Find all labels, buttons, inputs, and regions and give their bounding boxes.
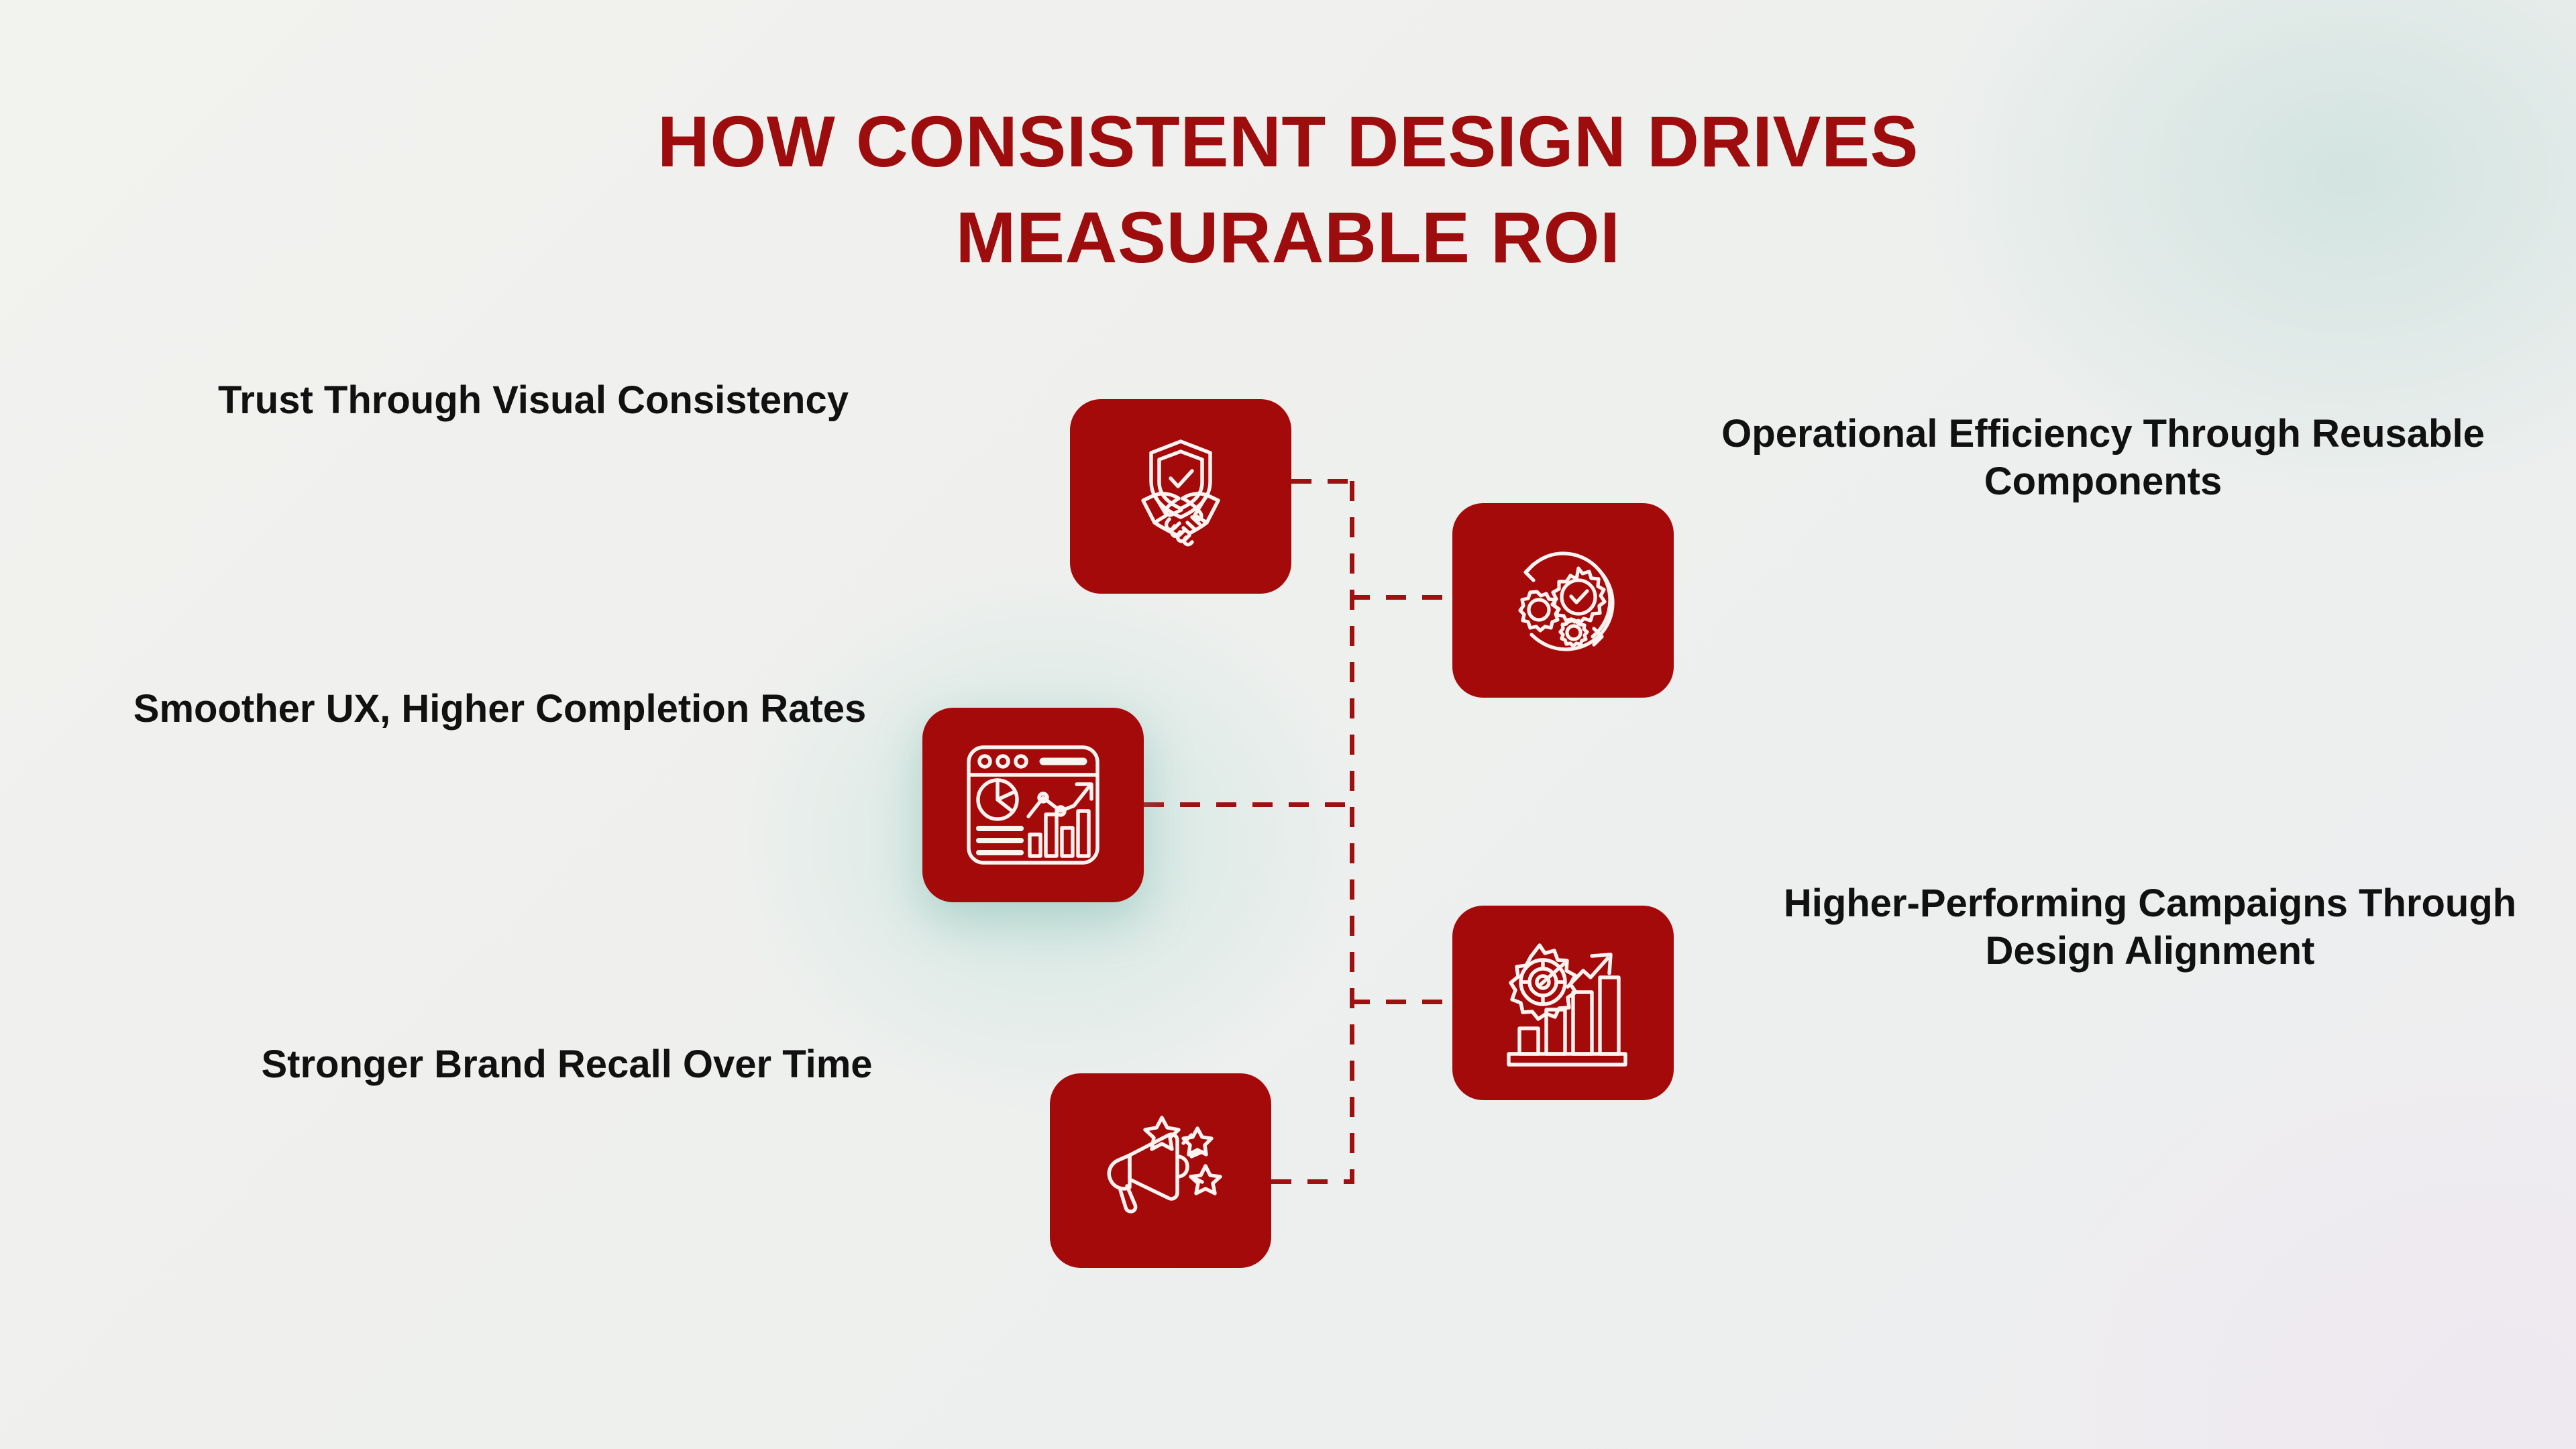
megaphone-stars-icon <box>1093 1107 1228 1234</box>
page-title: How Consistent Design Drives Measurable … <box>0 94 2576 285</box>
icon-card-brand-recall[interactable] <box>1050 1073 1271 1268</box>
connector-spine-vertical <box>1350 481 1354 1182</box>
connector-branch-campaign <box>1350 1000 1457 1004</box>
label-campaign: Higher-Performing Campaigns Through Desi… <box>1783 881 2517 973</box>
connector-branch-efficiency <box>1350 595 1457 600</box>
handshake-shield-check-icon <box>1112 429 1250 564</box>
connector-branch-ux <box>1144 802 1354 807</box>
connector-branch-brand <box>1271 1179 1354 1184</box>
icon-card-campaign[interactable] <box>1452 906 1674 1100</box>
connector-branch-trust <box>1291 479 1354 484</box>
icon-card-efficiency[interactable] <box>1452 503 1674 698</box>
icon-card-trust[interactable] <box>1070 399 1291 594</box>
label-ux: Smoother UX, Higher Completion Rates <box>133 687 867 731</box>
label-brand-recall: Stronger Brand Recall Over Time <box>261 1042 873 1086</box>
page-title-line-1: How Consistent Design Drives <box>657 101 1919 182</box>
label-trust: Trust Through Visual Consistency <box>218 378 849 422</box>
label-efficiency: Operational Efficiency Through Reusable … <box>1721 412 2485 503</box>
dashboard-analytics-icon <box>964 743 1102 867</box>
icon-card-ux-dashboard[interactable] <box>922 708 1144 902</box>
page-title-line-2: Measurable ROI <box>955 196 1621 278</box>
gear-target-growth-chart-icon <box>1494 938 1632 1067</box>
gears-cycle-check-icon <box>1496 533 1630 667</box>
